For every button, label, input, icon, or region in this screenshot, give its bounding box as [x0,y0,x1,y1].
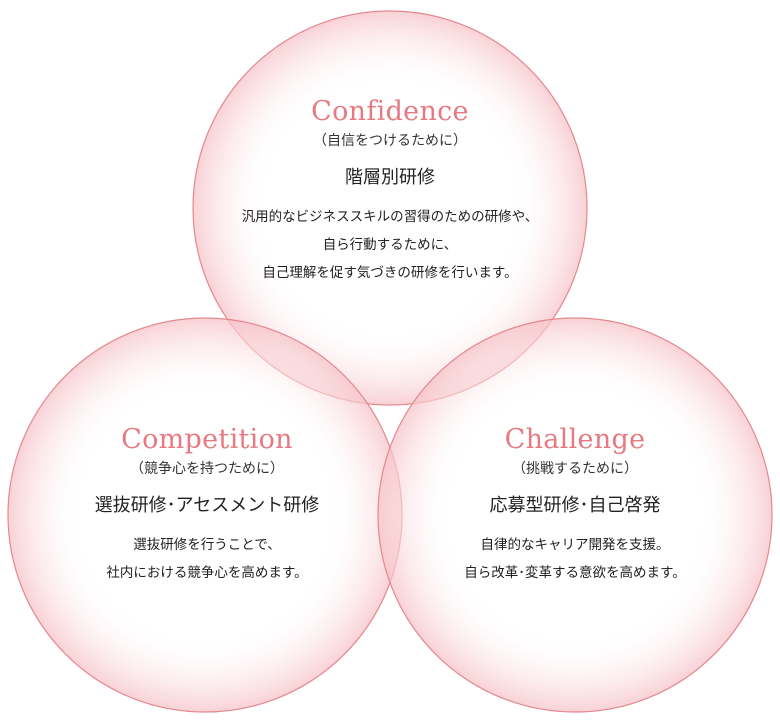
confidence-line-2: 自ら行動するために、 [322,237,458,253]
confidence-line-3: 自己理解を促す気づきの研修を行います。 [262,265,518,281]
challenge-line-2: 自ら改革･変革する意欲を高めます。 [464,565,686,581]
challenge-heading: 応募型研修･自己啓発 [489,495,661,516]
competition-line-1: 選抜研修を行うことで、 [133,537,281,553]
confidence-heading: 階層別研修 [345,167,435,188]
challenge-block: Challenge （挑戦するために） 応募型研修･自己啓発 自律的なキャリア開… [388,423,762,587]
competition-title: Competition [121,424,293,455]
confidence-line-1: 汎用的なビジネススキルの習得のための研修や、 [241,209,539,225]
challenge-title: Challenge [504,424,646,455]
challenge-line-1: 自律的なキャリア開発を支援。 [480,537,670,553]
confidence-block: Confidence （自信をつけるために） 階層別研修 汎用的なビジネススキル… [190,95,590,287]
competition-subtitle: （競争心を持つために） [130,461,284,477]
confidence-description: 汎用的なビジネススキルの習得のための研修や、 自ら行動するために、 自己理解を促… [190,203,590,287]
competition-block: Competition （競争心を持つために） 選抜研修･アセスメント研修 選抜… [20,423,394,587]
challenge-description: 自律的なキャリア開発を支援。 自ら改革･変革する意欲を高めます。 [388,531,762,587]
confidence-subtitle: （自信をつけるために） [313,133,467,149]
challenge-circle [377,317,773,713]
confidence-title: Confidence [311,96,469,127]
competition-description: 選抜研修を行うことで、 社内における競争心を高めます。 [20,531,394,587]
confidence-circle [192,10,588,406]
competition-heading: 選抜研修･アセスメント研修 [94,495,320,516]
challenge-subtitle: （挑戦するために） [512,461,638,477]
competition-line-2: 社内における競争心を高めます。 [106,565,308,581]
